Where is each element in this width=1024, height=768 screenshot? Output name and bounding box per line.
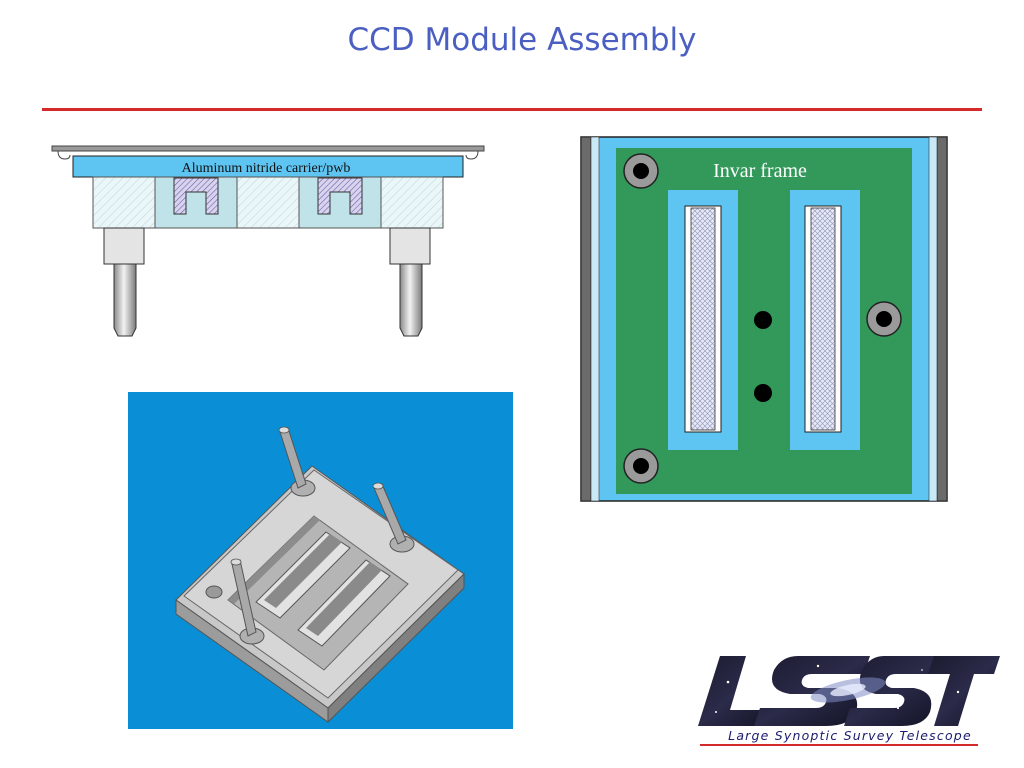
mount-hole-right-icon [866,301,902,337]
lsst-logo-svg: Large Synoptic Survey Telescope [698,656,1000,746]
logo-underline [700,744,978,746]
cross-section-diagram: Aluminum nitride carrier/pwb [48,142,488,347]
sensor-plate [51,145,485,152]
right-pin [399,263,423,337]
render-pin-bottom [230,558,257,637]
render-hole-icon [205,585,223,599]
mount-hole-top-left-icon [623,153,659,189]
connector-left [173,177,219,215]
frame-svg: Invar frame [580,136,948,502]
module-3d-render [128,392,513,729]
slide-title: CCD Module Assembly [347,22,697,58]
lsst-logo: Large Synoptic Survey Telescope [698,652,1003,752]
render-pin-right [372,482,407,545]
carrier-label: Aluminum nitride carrier/pwb [182,161,351,176]
title-divider [42,108,982,111]
left-mount-block [103,227,145,265]
invar-frame-diagram: Invar frame [580,136,948,504]
mount-hole-bottom-left-icon [623,448,659,484]
left-pin [113,263,137,337]
cross-section-svg: Aluminum nitride carrier/pwb [51,145,485,337]
alignment-hole-upper-icon [754,311,772,329]
right-mount-block [389,227,431,265]
connector-right [317,177,363,215]
left-clip-icon [57,150,71,160]
render-pin-top [278,426,307,489]
left-rail [580,136,592,502]
right-rail [936,136,948,502]
invar-frame-label: Invar frame [713,160,807,182]
logo-caption: Large Synoptic Survey Telescope [728,728,972,743]
alignment-hole-lower-icon [754,384,772,402]
right-clip-icon [465,150,479,160]
render-svg [175,426,465,724]
